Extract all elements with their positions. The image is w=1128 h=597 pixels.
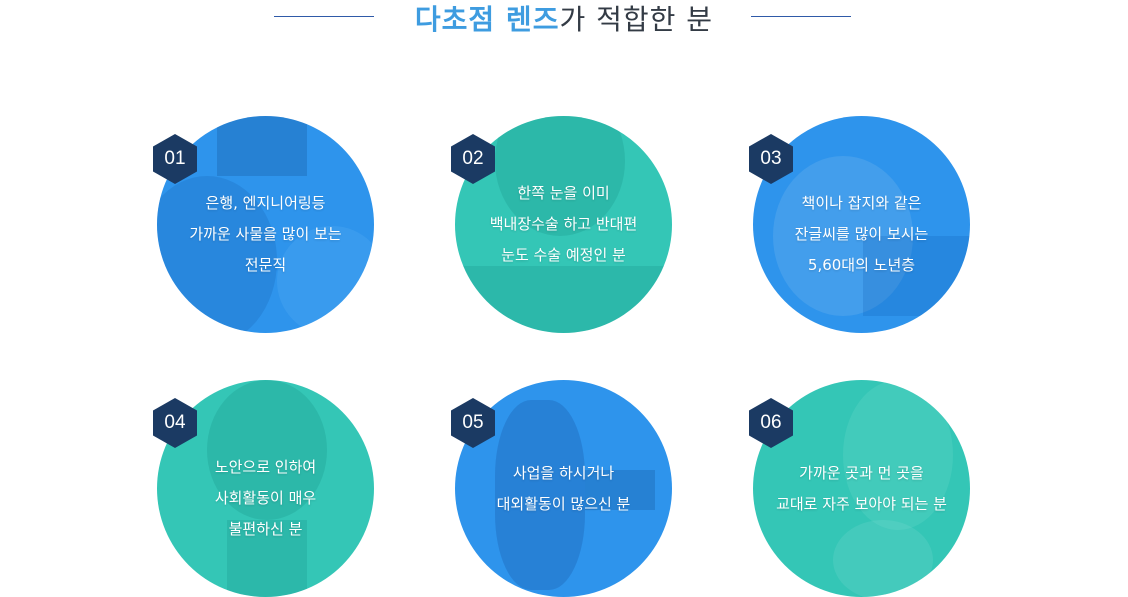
card-line: 교대로 자주 보아야 되는 분	[776, 495, 947, 513]
number-badge: 03	[749, 134, 793, 184]
card-line: 한쪽 눈을 이미	[517, 184, 610, 202]
title-accent: 다초점 렌즈	[414, 3, 560, 36]
card-circle	[157, 380, 374, 597]
card-line: 노안으로 인하여	[214, 458, 317, 476]
card-line: 은행, 엔지니어링등	[205, 194, 326, 212]
number-badge: 06	[749, 398, 793, 448]
number-badge: 05	[451, 398, 495, 448]
card-text: 가까운 곳과 먼 곳을 교대로 자주 보아야 되는 분	[763, 458, 960, 520]
card-05: 05 사업을 하시거나 대외활동이 많으신 분	[451, 380, 672, 597]
card-text: 책이나 잡지와 같은 잔글씨를 많이 보시는 5,60대의 노년층	[763, 188, 960, 281]
section-header: 다초점 렌즈가 적합한 분	[0, 0, 1128, 40]
card-line: 불편하신 분	[228, 520, 303, 538]
card-01: 01 은행, 엔지니어링등 가까운 사물을 많이 보는 전문직	[153, 116, 374, 333]
badge-number: 01	[164, 148, 186, 169]
page-title: 다초점 렌즈가 적합한 분	[386, 0, 742, 38]
card-02: 02 한쪽 눈을 이미 백내장수술 하고 반대편 눈도 수술 예정인 분	[451, 116, 672, 333]
card-04: 04 노안으로 인하여 사회활동이 매우 불편하신 분	[153, 380, 374, 597]
card-line: 가까운 사물을 많이 보는	[189, 225, 342, 243]
card-06: 06 가까운 곳과 먼 곳을 교대로 자주 보아야 되는 분	[749, 380, 970, 597]
card-line: 대외활동이 많으신 분	[496, 495, 631, 513]
card-line: 사회활동이 매우	[214, 489, 317, 507]
card-circle	[157, 116, 374, 333]
title-divider-left	[274, 16, 374, 17]
badge-number: 03	[760, 148, 782, 169]
badge-number: 04	[164, 412, 186, 433]
card-line: 백내장수술 하고 반대편	[489, 215, 638, 233]
title-rest: 가 적합한 분	[559, 3, 714, 36]
card-line: 전문직	[244, 256, 287, 274]
title-divider-right	[751, 16, 851, 17]
card-line: 사업을 하시거나	[512, 464, 615, 482]
card-text: 한쪽 눈을 이미 백내장수술 하고 반대편 눈도 수술 예정인 분	[465, 178, 662, 271]
card-line: 눈도 수술 예정인 분	[501, 246, 626, 264]
card-text: 사업을 하시거나 대외활동이 많으신 분	[465, 458, 662, 520]
badge-number: 02	[462, 148, 484, 169]
card-text: 노안으로 인하여 사회활동이 매우 불편하신 분	[167, 452, 364, 545]
card-line: 잔글씨를 많이 보시는	[794, 225, 929, 243]
card-line: 5,60대의 노년층	[807, 256, 916, 274]
card-text: 은행, 엔지니어링등 가까운 사물을 많이 보는 전문직	[167, 188, 364, 281]
number-badge: 04	[153, 398, 197, 448]
number-badge: 02	[451, 134, 495, 184]
card-03: 03 책이나 잡지와 같은 잔글씨를 많이 보시는 5,60대의 노년층	[749, 116, 970, 333]
badge-number: 06	[760, 412, 782, 433]
card-line: 책이나 잡지와 같은	[801, 194, 922, 212]
number-badge: 01	[153, 134, 197, 184]
card-line: 가까운 곳과 먼 곳을	[799, 464, 924, 482]
badge-number: 05	[462, 412, 484, 433]
